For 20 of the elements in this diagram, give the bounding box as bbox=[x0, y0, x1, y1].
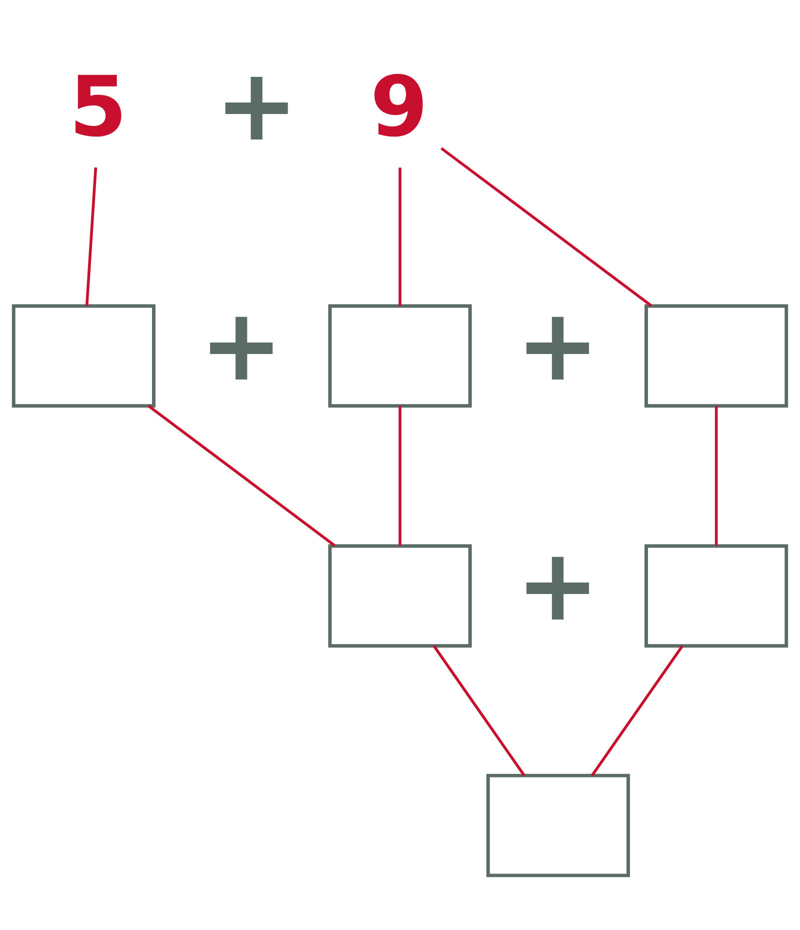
label: + bbox=[200, 286, 284, 404]
label: + bbox=[516, 286, 600, 404]
connector bbox=[714, 405, 718, 546]
node-text: 5 bbox=[69, 58, 128, 155]
node-box bbox=[644, 304, 788, 408]
node-box bbox=[328, 544, 472, 648]
connector bbox=[398, 405, 402, 546]
label: + bbox=[214, 46, 298, 164]
connector bbox=[148, 404, 336, 546]
node-box bbox=[328, 304, 472, 408]
node-text: 9 bbox=[370, 58, 428, 155]
node-box bbox=[486, 773, 630, 877]
connector bbox=[590, 644, 684, 776]
connector bbox=[398, 167, 402, 306]
node-box bbox=[644, 544, 788, 648]
label: + bbox=[516, 526, 600, 644]
connector bbox=[432, 644, 526, 776]
connector bbox=[85, 167, 98, 306]
connector bbox=[440, 146, 652, 306]
node-box bbox=[12, 304, 156, 408]
